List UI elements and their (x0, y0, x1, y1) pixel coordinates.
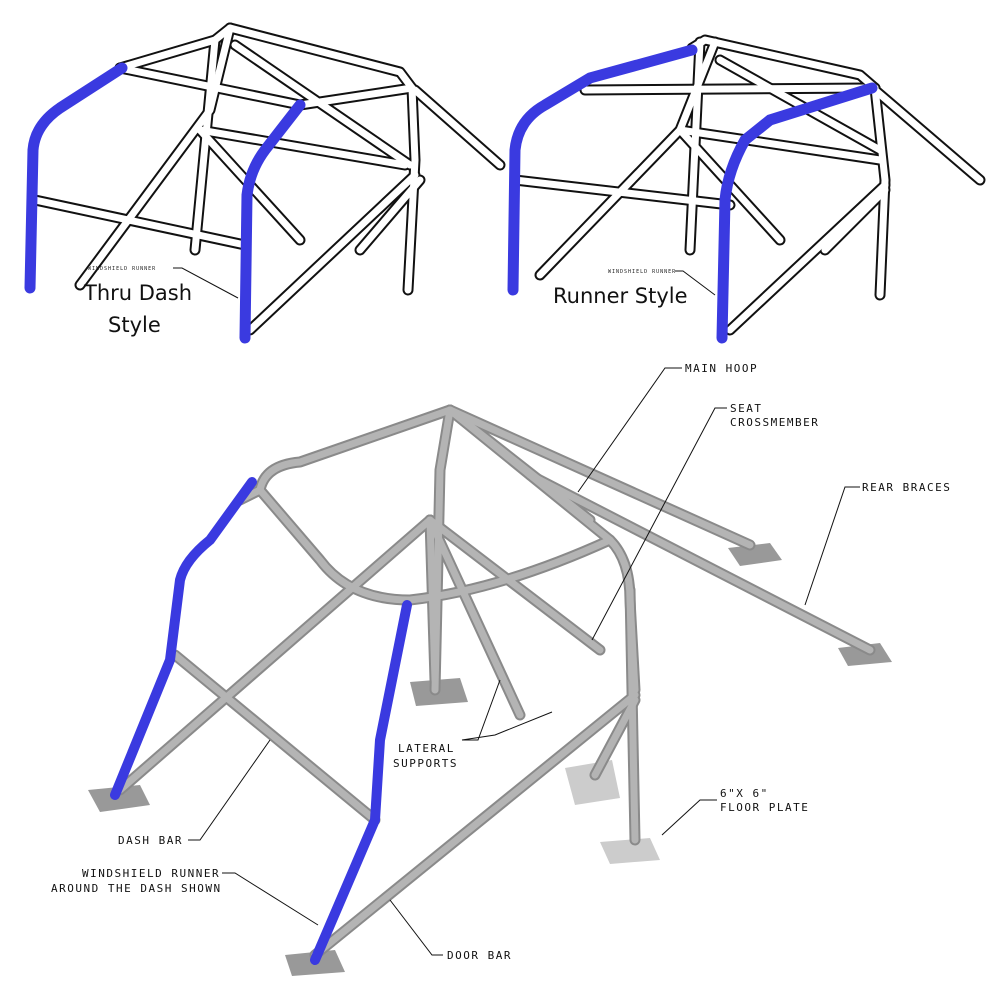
tube (871, 86, 984, 184)
tube (526, 471, 874, 654)
tube (116, 64, 304, 109)
windshield-runner-right (310, 600, 412, 965)
label-supports: SUPPORTS (393, 757, 458, 770)
callout-windshield-runner: WINDSHIELD RUNNER (608, 269, 676, 275)
tube (76, 24, 234, 289)
tube (446, 406, 594, 524)
label-rear-braces: REAR BRACES (862, 481, 951, 494)
tube (116, 24, 416, 109)
tube (426, 516, 604, 654)
tube (511, 176, 734, 209)
label-lateral: LATERAL (398, 742, 455, 755)
windshield-runner-left (24, 62, 128, 294)
tube (311, 691, 639, 959)
tube (171, 651, 379, 824)
main-cage-drawing: MAIN HOOP SEAT CROSSMEMBER REAR BRACES L… (51, 362, 951, 976)
label-around-dash: AROUND THE DASH SHOWN (51, 882, 222, 895)
windshield-runner-left (110, 477, 257, 800)
tube (356, 176, 424, 254)
label-main-hoop: MAIN HOOP (685, 362, 758, 375)
windshield-runner-left (507, 44, 698, 296)
callout-windshield-runner: WINDSHIELD RUNNER (88, 266, 156, 272)
thru-dash-cage-drawing: WINDSHIELD RUNNER Thru Dash Style (24, 22, 506, 344)
windshield-runner-right (239, 99, 306, 344)
tube (446, 406, 754, 549)
label-floor-plate: FLOOR PLATE (720, 801, 809, 814)
title-runner-style: Runner Style (553, 284, 688, 308)
tube (726, 181, 889, 334)
tube (191, 36, 219, 254)
tube (31, 196, 249, 249)
title-thru-dash: Thru Dash (83, 281, 192, 305)
runner-style-cage-drawing: WINDSHIELD RUNNER Runner Style (507, 34, 986, 344)
tube (196, 126, 409, 169)
tube (231, 41, 414, 169)
label-windshield-runner: WINDSHIELD RUNNER (82, 867, 220, 880)
line-art-tubes (29, 22, 506, 336)
label-seat: SEAT (730, 402, 763, 415)
tube (591, 696, 639, 779)
label-dash-bar: DASH BAR (118, 834, 183, 847)
tube (821, 186, 889, 254)
floor-plates (88, 543, 892, 976)
tube (626, 586, 639, 844)
label-plate-size: 6"X 6" (720, 787, 769, 800)
tube (116, 516, 434, 794)
title-style: Style (108, 313, 161, 337)
label-door-bar: DOOR BAR (447, 949, 512, 962)
rendered-tubes (114, 404, 876, 961)
tube (256, 486, 614, 604)
tube (426, 516, 524, 719)
tube (581, 84, 874, 94)
label-crossmember: CROSSMEMBER (730, 416, 819, 429)
tube (411, 86, 504, 169)
tube (246, 171, 419, 334)
tube (676, 126, 884, 164)
windshield-runner-right (716, 82, 878, 344)
tube (426, 516, 439, 684)
tube (871, 84, 889, 299)
tube (431, 406, 454, 694)
tube (404, 84, 419, 294)
